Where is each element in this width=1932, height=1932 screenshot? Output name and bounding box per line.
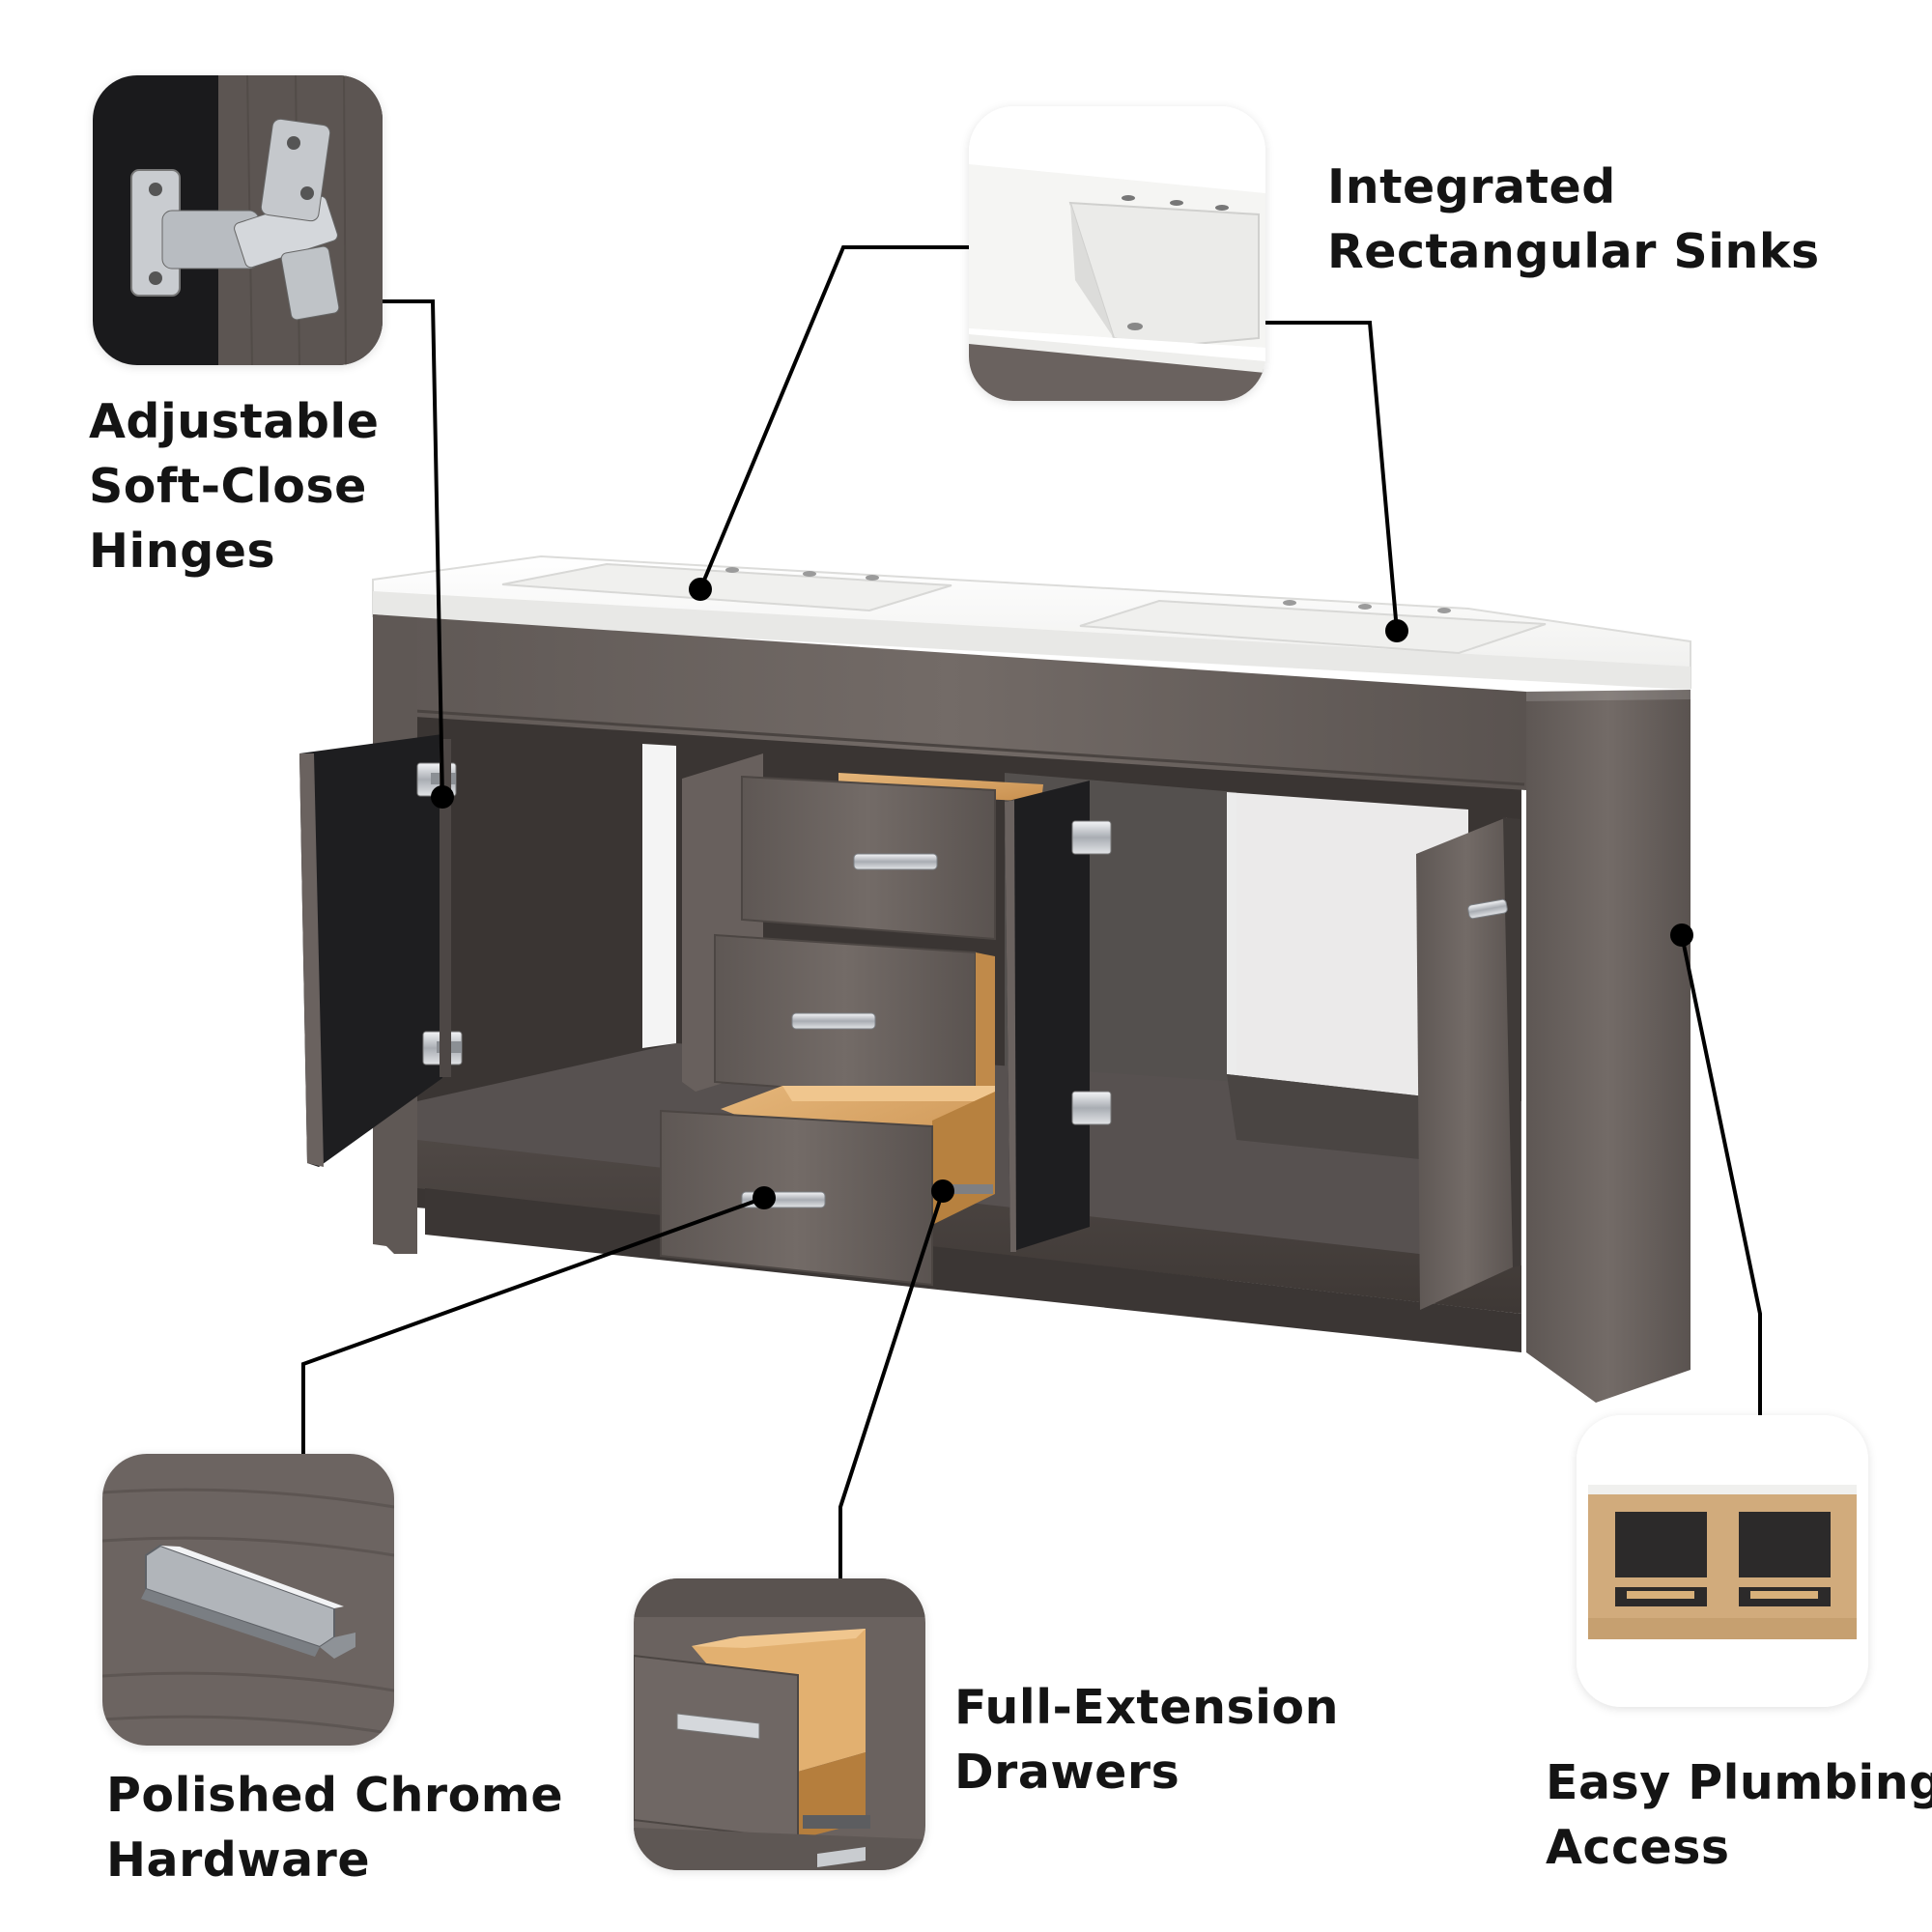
- drawer-thumbnail: [634, 1578, 925, 1870]
- faucet-holes: [725, 567, 1451, 613]
- leader-line-hinges: [383, 299, 444, 798]
- label-hinges-line-2: Soft-Close: [89, 459, 367, 514]
- label-hinges-line-3: Hinges: [89, 524, 276, 579]
- leader-line-plumbing: [1680, 934, 1762, 1415]
- right-sink-basin: [1079, 599, 1547, 655]
- leader-dot-hardware: [753, 1186, 776, 1209]
- center-right-door: [1005, 781, 1090, 1252]
- leader-dot-hinges: [431, 785, 454, 809]
- label-hinges: Adjustable Soft-Close Hinges: [89, 389, 379, 583]
- handle-thumbnail: [102, 1454, 394, 1746]
- leader-dot-sinks-right: [1385, 619, 1408, 642]
- label-sinks-line-1: Integrated: [1327, 159, 1616, 214]
- back-opening-left: [642, 744, 676, 1048]
- right-door: [1416, 817, 1517, 1310]
- label-plumbing-line-1: Easy Plumbing: [1546, 1755, 1932, 1810]
- label-hardware-line-2: Hardware: [106, 1833, 371, 1888]
- back-opening-right: [1227, 792, 1468, 1101]
- leader-dot-drawers: [931, 1179, 954, 1203]
- leader-line-drawers: [838, 1190, 945, 1579]
- label-drawers-line-1: Full-Extension: [954, 1680, 1339, 1735]
- center-right-door-hinges: [1071, 820, 1112, 1125]
- left-sink-basin: [501, 562, 952, 612]
- drawer-2-handle: [791, 1012, 876, 1030]
- leader-dot-sinks-left: [689, 578, 712, 601]
- cabinet-right-side: [1526, 690, 1690, 1403]
- leader-line-hardware: [301, 1196, 765, 1454]
- left-door: [299, 734, 442, 1167]
- label-plumbing-line-2: Access: [1546, 1820, 1730, 1875]
- hinge-thumbnail: [93, 75, 383, 365]
- drawer-1-handle: [853, 853, 938, 870]
- leader-line-sinks-right: [1265, 321, 1399, 632]
- label-drawers-line-2: Drawers: [954, 1745, 1180, 1800]
- sink-thumbnail: [969, 106, 1265, 401]
- label-sinks-line-2: Rectangular Sinks: [1327, 224, 1820, 279]
- cabinet-top-apron: [373, 614, 1526, 790]
- label-sinks: Integrated Rectangular Sinks: [1327, 155, 1820, 284]
- countertop-edge: [373, 591, 1690, 690]
- label-drawers: Full-Extension Drawers: [954, 1675, 1339, 1804]
- vanity-back-thumbnail: [1577, 1415, 1868, 1707]
- leader-dot-plumbing: [1670, 923, 1693, 947]
- label-hardware: Polished Chrome Hardware: [106, 1763, 563, 1892]
- leader-line-sinks-left: [698, 245, 969, 590]
- right-door-handle: [1467, 898, 1508, 920]
- label-plumbing: Easy Plumbing Access: [1546, 1750, 1932, 1880]
- label-hinges-line-1: Adjustable: [89, 394, 380, 449]
- label-hardware-line-1: Polished Chrome: [106, 1768, 564, 1823]
